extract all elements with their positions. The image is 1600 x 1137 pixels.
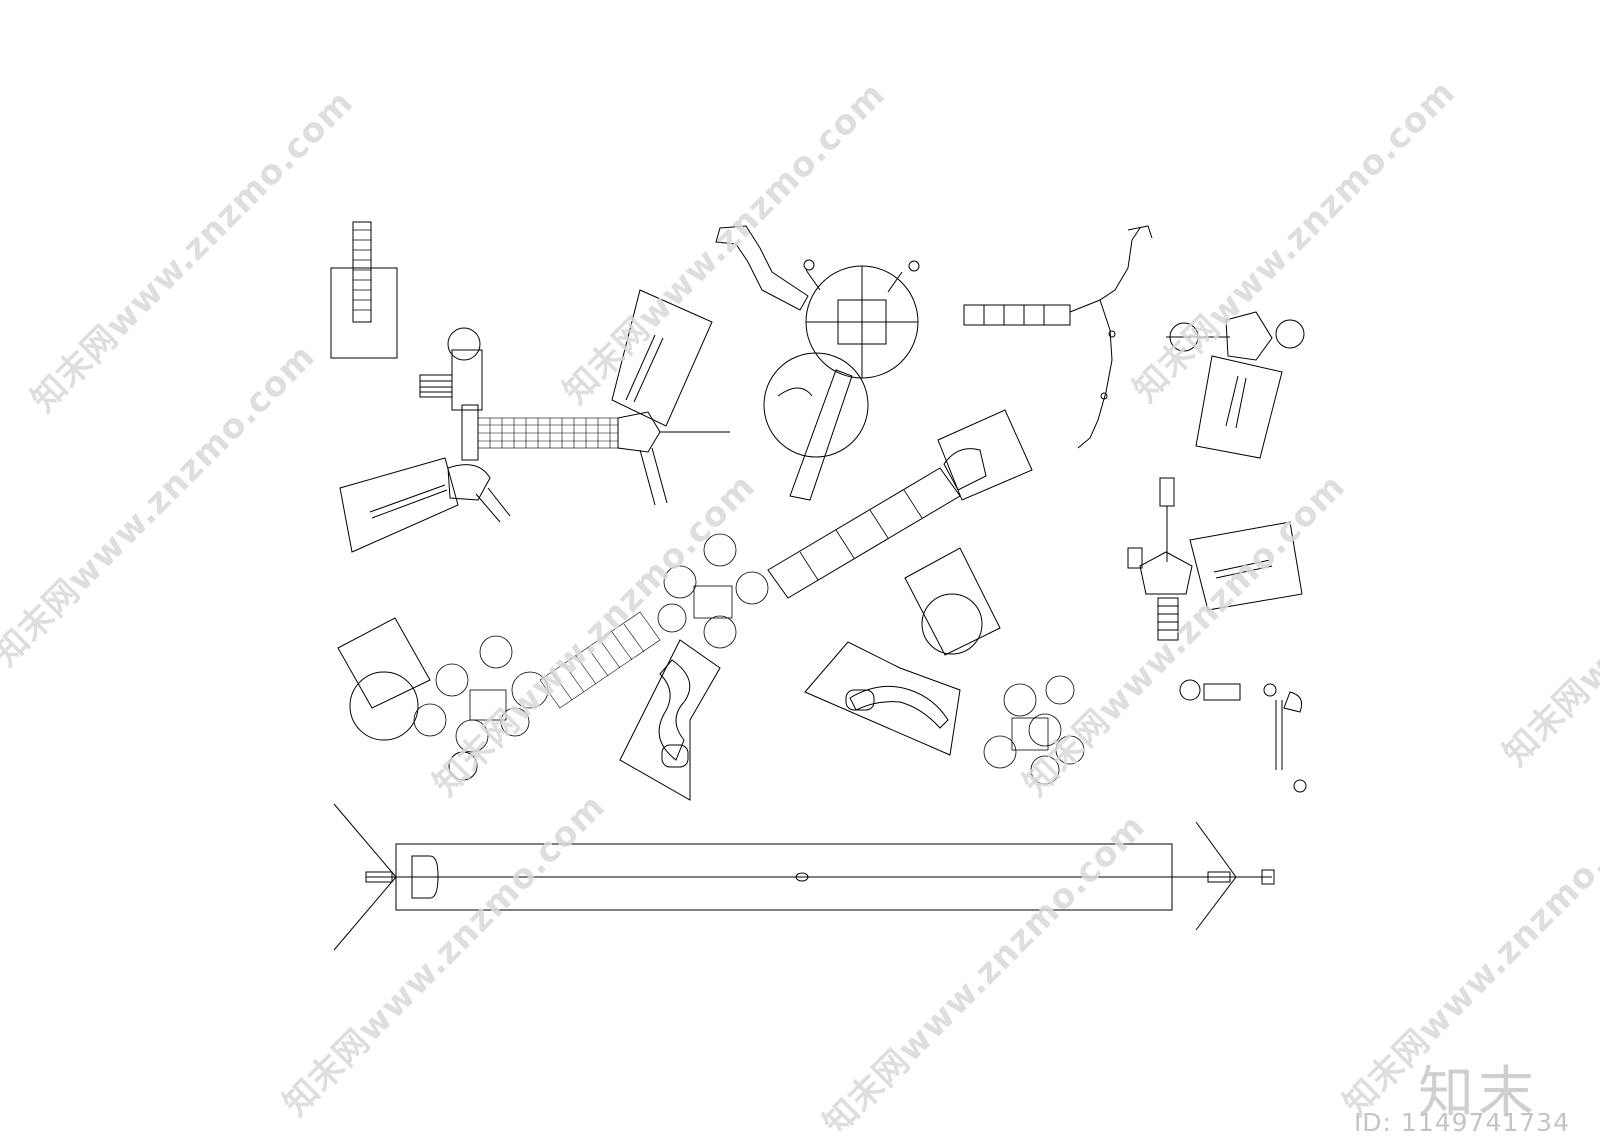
tube-bridge-play-structure [339, 289, 730, 553]
brand-logo: 知末 [1418, 1061, 1538, 1126]
long-tube-slide-play-structure [337, 409, 1033, 801]
ladder-plan [330, 221, 398, 359]
rope-climber-chain [963, 225, 1153, 449]
octagon-deck-slide-structure [715, 225, 920, 501]
small-deck-slide-structure [1166, 311, 1305, 459]
zipline-plan [333, 803, 1275, 951]
spring-rider-set [1179, 679, 1307, 793]
spiral-slide-play-structure [804, 547, 1085, 785]
tower-ladder-slide-structure [1127, 477, 1303, 641]
image-id-label: ID: 1149741734 [1353, 1108, 1570, 1137]
